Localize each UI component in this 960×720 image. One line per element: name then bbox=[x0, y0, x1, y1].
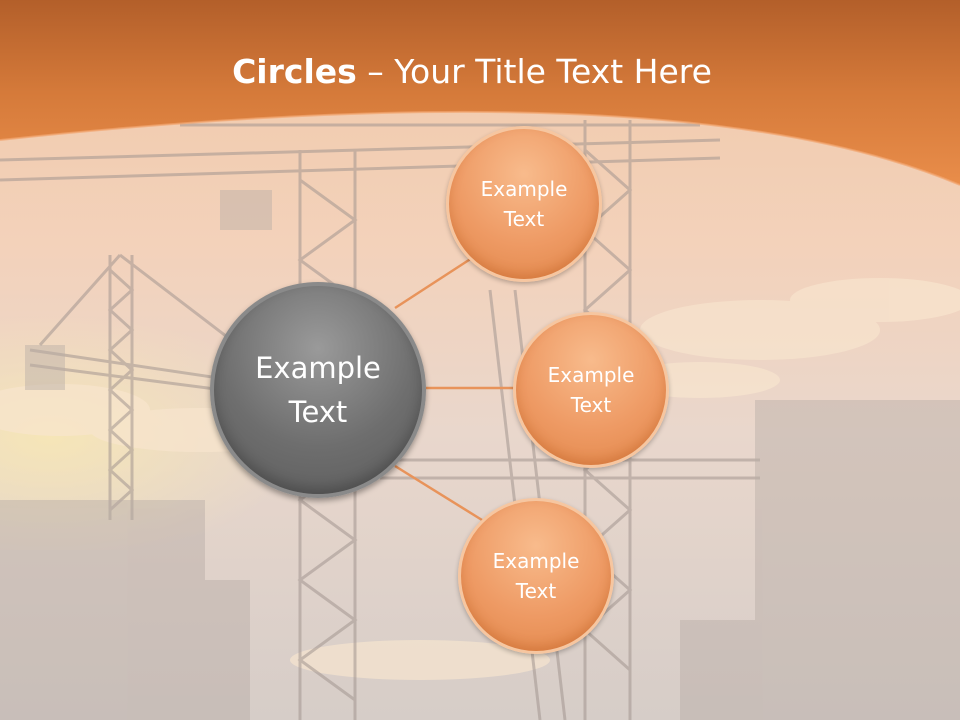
center-label-line1: Example bbox=[255, 351, 381, 385]
center-circle: Example Text bbox=[210, 282, 426, 498]
title-rest: – Your Title Text Here bbox=[356, 52, 712, 91]
center-label-line2: Text bbox=[288, 395, 348, 429]
buildings bbox=[0, 190, 960, 720]
node-bottom-label-line2: Text bbox=[515, 579, 557, 603]
node-bottom-label-line1: Example bbox=[492, 549, 580, 573]
node-top-label-line2: Text bbox=[503, 207, 545, 231]
node-circle-top: Example Text bbox=[446, 126, 602, 282]
connector-bottom bbox=[394, 464, 483, 522]
node-circle-middle: Example Text bbox=[513, 312, 669, 468]
connector-top bbox=[394, 256, 473, 310]
title-bold: Circles bbox=[232, 52, 357, 91]
node-circle-bottom: Example Text bbox=[458, 498, 614, 654]
header-band bbox=[0, 0, 960, 185]
node-middle-label-line2: Text bbox=[570, 393, 612, 417]
node-top-label-line1: Example bbox=[480, 177, 568, 201]
connectors bbox=[394, 256, 516, 522]
slide-title: Circles – Your Title Text Here bbox=[0, 52, 944, 91]
node-middle-label-line1: Example bbox=[547, 363, 635, 387]
